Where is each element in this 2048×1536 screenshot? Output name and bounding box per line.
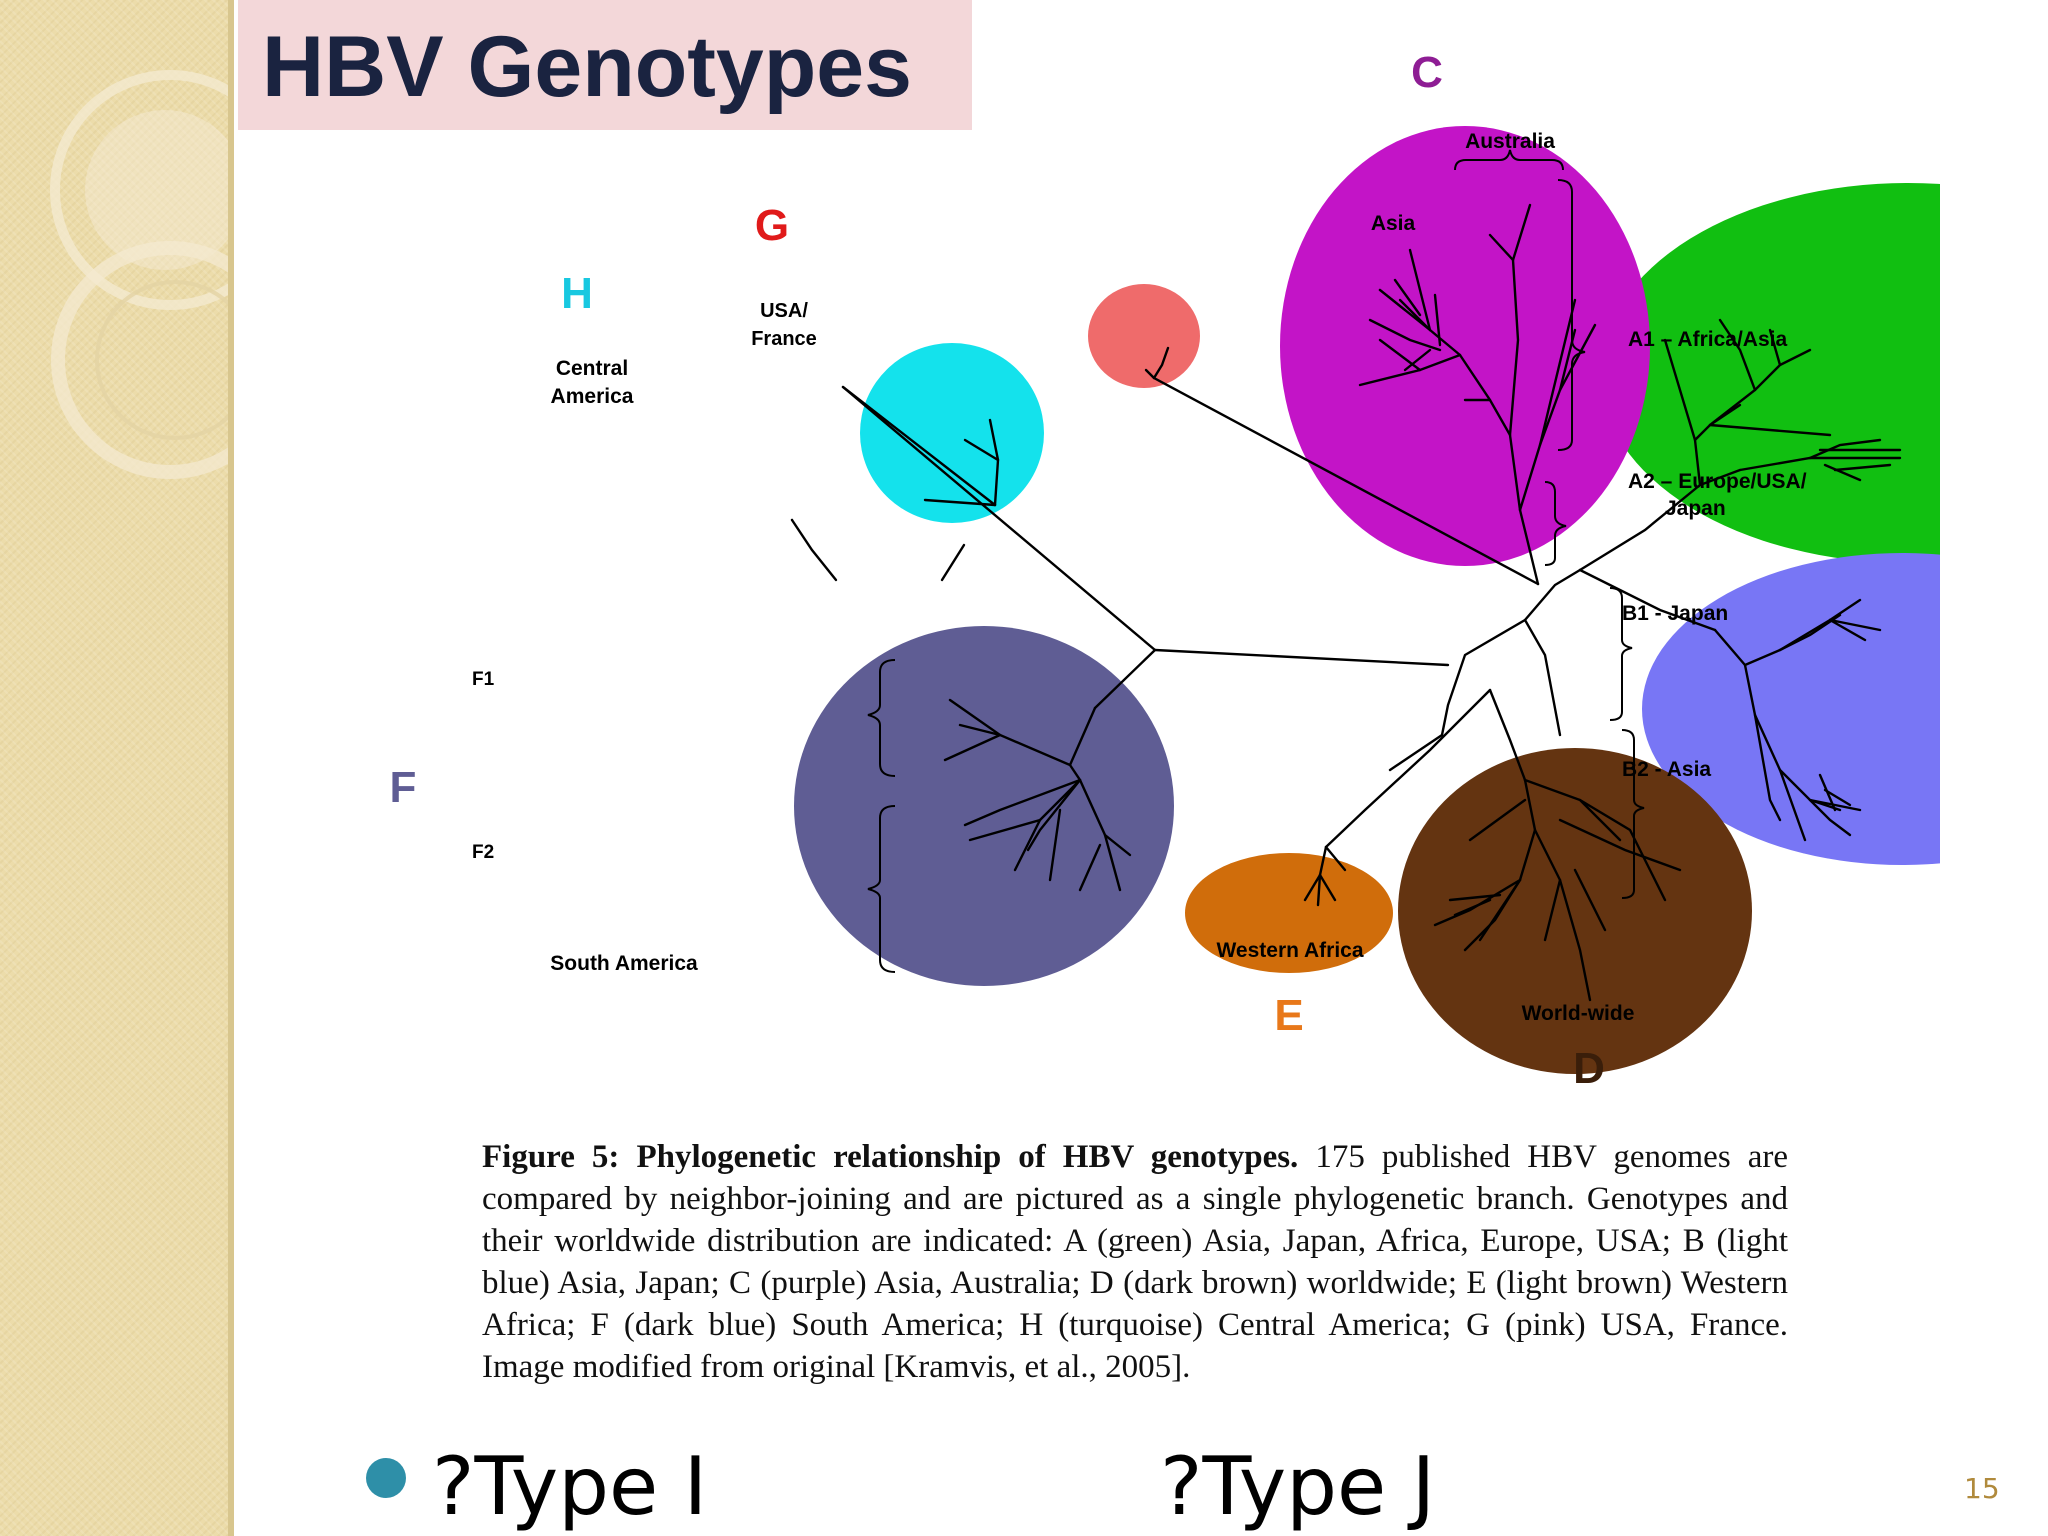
g-region-line1: USA/ [760, 300, 808, 322]
genotype-h-letter: H [561, 269, 593, 318]
a1-label: A1 – Africa/Asia [1628, 328, 1787, 351]
c-region-asia: Asia [1371, 212, 1416, 235]
sidebar-decoration [0, 0, 234, 1536]
tree-branches [790, 203, 1902, 1002]
d-region-label: World-wide [1522, 1002, 1635, 1025]
a2-label-line2: Japan [1665, 497, 1726, 520]
e-region-label: Western Africa [1216, 939, 1363, 962]
genotype-f-cluster [794, 626, 1174, 986]
b1-label: B1 - Japan [1622, 602, 1728, 625]
genotype-e-letter: E [1274, 991, 1303, 1040]
genotype-c-cluster [1280, 126, 1650, 566]
bullet-item-type-i: ?Type I [432, 1440, 708, 1533]
genotype-c-letter: C [1411, 48, 1443, 97]
figure-caption: Figure 5: Phylogenetic relationship of H… [482, 1136, 1788, 1388]
b2-label: B2 - Asia [1622, 758, 1711, 781]
h-region-line2: America [551, 385, 634, 408]
f-region-label: South America [550, 952, 698, 975]
cluster-brackets [867, 149, 1645, 973]
genotype-g-letter: G [755, 201, 789, 250]
h-region-line1: Central [556, 357, 628, 380]
f1-label: F1 [472, 669, 495, 690]
bullet-item-type-j: ?Type J [1160, 1440, 1436, 1533]
page-title: HBV Genotypes [262, 19, 912, 115]
a2-label-line1: A2 – Europe/USA/ [1628, 470, 1807, 493]
g-region-line2: France [751, 328, 817, 350]
caption-bold: Figure 5: Phylogenetic relationship of H… [482, 1139, 1299, 1175]
decorative-circles [50, 70, 228, 479]
phylogenetic-tree-diagram: A B C D E F G H A1 – Africa/Asia A2 – Eu… [390, 48, 1940, 1090]
c-region-australia: Australia [1465, 130, 1555, 153]
page-number: 15 [1964, 1472, 2000, 1505]
genotype-a-cluster [1600, 183, 1940, 563]
genotype-d-letter: D [1573, 1044, 1605, 1090]
genotype-h-cluster [860, 343, 1044, 523]
f2-label: F2 [472, 842, 494, 863]
genotype-g-cluster [1088, 284, 1200, 388]
title-box [238, 0, 972, 130]
bullet-icon [366, 1458, 406, 1498]
genotype-d-cluster [1398, 748, 1752, 1074]
caption-text: 175 published HBV genomes are compared b… [482, 1139, 1788, 1385]
genotype-e-cluster [1185, 853, 1393, 973]
genotype-f-letter: F [390, 763, 417, 812]
